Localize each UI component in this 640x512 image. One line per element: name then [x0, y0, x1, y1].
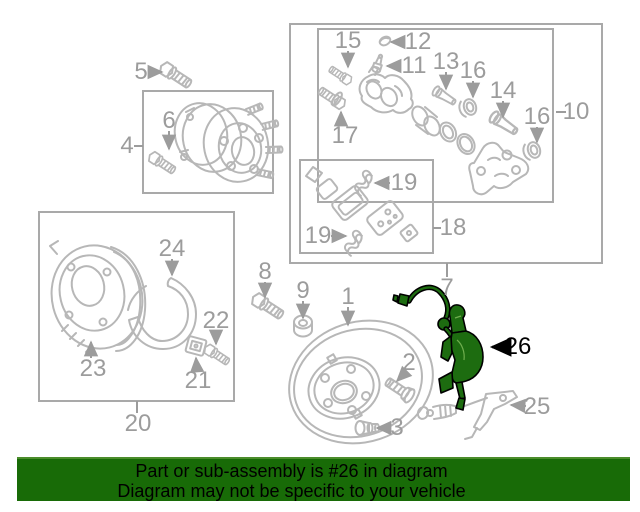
part-label-2[interactable]: 2	[402, 349, 416, 376]
abs-sensor-highlighted[interactable]	[392, 284, 484, 411]
bolt-17	[315, 84, 349, 112]
hub-assembly	[173, 102, 284, 183]
bushing-16b	[520, 139, 544, 162]
part-label-13[interactable]: 13	[432, 48, 460, 75]
bolt-5	[156, 59, 195, 92]
bushing-16a	[456, 96, 480, 119]
nut-9	[293, 314, 313, 338]
part-label-9[interactable]: 9	[296, 277, 310, 304]
part-label-14[interactable]: 14	[489, 77, 517, 104]
part-label-19b[interactable]: 19	[304, 222, 332, 249]
part-label-21[interactable]: 21	[184, 367, 212, 394]
cap-12	[378, 35, 392, 47]
bolt-22	[201, 342, 232, 368]
part-label-6[interactable]: 6	[162, 107, 176, 134]
part-label-19a[interactable]: 19	[390, 169, 418, 196]
part-label-3[interactable]: 3	[390, 414, 404, 441]
brake-rotor	[288, 319, 434, 445]
banner-line2: Diagram may not be specific to your vehi…	[117, 481, 466, 501]
part-label-18[interactable]: 18	[439, 214, 467, 241]
bleeder-15	[326, 64, 355, 87]
part-label-20[interactable]: 20	[124, 410, 152, 437]
box-hub-group	[142, 90, 274, 194]
parking-brake-shoe	[127, 277, 197, 350]
highlight-banner: Part or sub-assembly is #26 in diagram D…	[17, 457, 630, 501]
part-label-10[interactable]: 10	[562, 98, 590, 125]
caliper-bracket	[468, 141, 530, 196]
box-pads-group	[299, 159, 434, 254]
banner-line1: Part or sub-assembly is #26 in diagram	[135, 461, 448, 481]
adjuster-21	[184, 335, 208, 357]
part-label-4[interactable]: 4	[120, 132, 134, 159]
part-label-26[interactable]: 26	[504, 333, 532, 360]
part-label-23[interactable]: 23	[79, 355, 107, 382]
part-label-15[interactable]: 15	[334, 27, 362, 54]
part-label-12[interactable]: 12	[404, 28, 432, 55]
part-label-16b[interactable]: 16	[523, 103, 551, 130]
bolt-8	[248, 290, 287, 323]
callout-arrows	[83, 34, 545, 436]
backing-plate	[49, 240, 147, 353]
part-label-24[interactable]: 24	[158, 235, 186, 262]
caliper-body	[358, 65, 414, 114]
guide-pin-13	[430, 84, 459, 109]
part-label-16a[interactable]: 16	[459, 57, 487, 84]
part-label-5[interactable]: 5	[134, 58, 148, 85]
parking-brake-cable	[416, 390, 518, 440]
part-label-1[interactable]: 1	[341, 283, 355, 310]
part-label-7[interactable]: 7	[440, 274, 454, 301]
part-label-11[interactable]: 11	[401, 52, 427, 79]
brake-pads	[305, 166, 419, 258]
part-label-17[interactable]: 17	[331, 122, 359, 149]
box-caliper-group	[317, 28, 554, 203]
pin-3	[354, 420, 380, 436]
callout-connector-lines	[134, 111, 566, 413]
part-label-8[interactable]: 8	[258, 258, 272, 285]
part-label-25[interactable]: 25	[523, 393, 551, 420]
wheel-stud-6	[145, 149, 179, 177]
part-label-22[interactable]: 22	[202, 307, 230, 334]
bolt-2	[384, 377, 416, 404]
caliper-piston-and-seals	[411, 105, 476, 156]
